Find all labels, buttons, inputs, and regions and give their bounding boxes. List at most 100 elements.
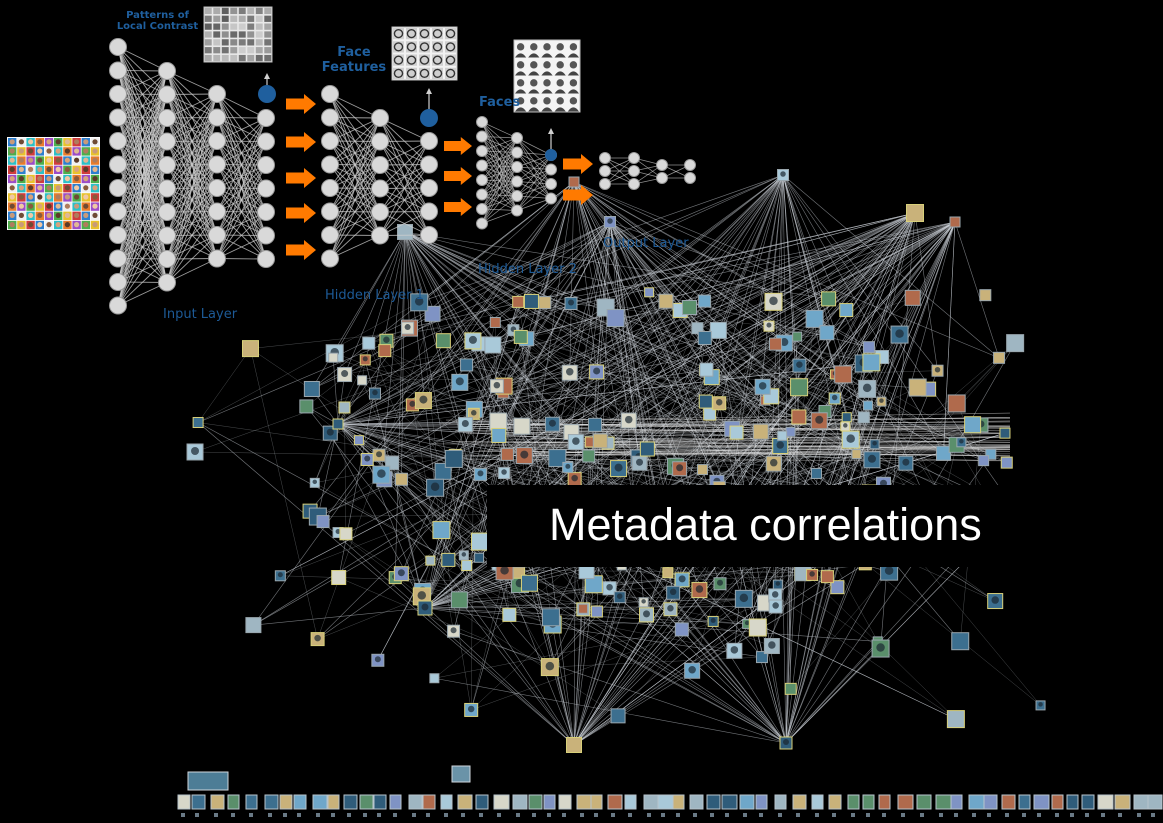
neuron <box>684 159 696 171</box>
graph-edge <box>609 221 707 370</box>
neuron <box>208 179 226 197</box>
graph-edge <box>828 212 916 300</box>
graph-edge <box>782 174 800 388</box>
face-head <box>530 97 538 105</box>
thumbnail-face-icon <box>831 394 838 401</box>
graph-edge <box>600 300 705 442</box>
graph-edge <box>367 382 460 460</box>
neuron-connection <box>117 46 168 72</box>
network-node-thumbnail <box>696 464 708 476</box>
face-grid-face <box>46 194 52 200</box>
network-node-thumbnail <box>303 380 320 397</box>
network-node-thumbnail <box>362 336 376 350</box>
graph-edge <box>253 607 426 626</box>
strip-marker <box>1151 813 1155 817</box>
face-grid-face <box>74 148 80 154</box>
graph-edge <box>358 439 568 468</box>
neuron-connection <box>379 140 430 236</box>
neuron-connection <box>481 137 518 166</box>
neuron <box>371 156 389 174</box>
face-feature-shape <box>419 42 430 52</box>
face-grid-face <box>64 222 70 228</box>
network-node-thumbnail <box>444 449 463 468</box>
face-head <box>556 97 564 105</box>
network-node-thumbnail <box>752 423 769 440</box>
network-node-thumbnail <box>548 449 567 468</box>
neuron <box>628 165 640 177</box>
network-node-thumbnail <box>538 296 552 310</box>
thumbnail-face-icon <box>744 620 750 626</box>
strip-thumbnail <box>1066 794 1079 810</box>
neuron-connection <box>117 94 168 306</box>
strip-thumbnail <box>264 794 279 810</box>
neuron <box>109 179 127 197</box>
neuron-connection <box>216 188 267 259</box>
contrast-pattern-cell <box>264 39 272 46</box>
face-grid-face <box>55 212 61 218</box>
neuron <box>109 155 127 174</box>
thumbnail-face-icon <box>362 356 368 362</box>
contrast-pattern-cell <box>204 23 212 30</box>
neuron <box>257 109 275 127</box>
face-body <box>567 71 579 76</box>
face-grid-face <box>92 185 98 191</box>
neuron-connection <box>379 140 430 189</box>
graph-edge <box>424 409 475 609</box>
strip-thumbnail <box>897 794 914 810</box>
face-grid-face <box>55 166 61 172</box>
network-node-thumbnail <box>830 580 845 595</box>
neuron <box>371 226 389 245</box>
thumbnail-face-icon <box>377 469 386 478</box>
face-head <box>556 79 564 87</box>
neuron <box>476 159 488 172</box>
thumbnail-face-icon <box>716 579 723 586</box>
neuron-connection <box>329 93 381 119</box>
face-grid-face <box>83 222 89 228</box>
face-body <box>541 107 553 112</box>
neuron-connection <box>216 117 267 142</box>
neuron <box>511 146 523 159</box>
strip-marker <box>497 813 501 817</box>
neuron-connection <box>117 70 168 306</box>
graph-edge <box>362 376 712 381</box>
face-grid-face <box>92 148 98 154</box>
contrast-pattern-cell <box>255 54 263 62</box>
network-node-thumbnail <box>328 352 339 363</box>
graph-edge <box>573 623 748 746</box>
neuron-connection <box>516 137 552 156</box>
network-node-thumbnail <box>500 447 514 461</box>
face-feature-cell <box>419 54 430 66</box>
strip-thumbnail <box>1081 794 1095 810</box>
face-grid-face <box>9 176 15 182</box>
graph-edge <box>401 231 406 480</box>
strip-marker <box>939 813 943 817</box>
network-node-thumbnail <box>841 412 852 423</box>
graph-edge <box>521 174 784 427</box>
thumbnail-face-icon <box>461 552 467 557</box>
strip-marker <box>693 813 697 817</box>
graph-edge <box>573 181 1000 359</box>
face-grid-face <box>28 212 34 218</box>
contrast-pattern-cell <box>247 31 255 38</box>
contrast-pattern-cell <box>255 23 263 30</box>
strip-thumbnail <box>935 794 952 810</box>
graph-edge <box>573 181 616 319</box>
strip-marker <box>580 813 584 817</box>
face-grid-face <box>37 185 43 191</box>
thumbnail-face-icon <box>862 383 872 393</box>
contrast-pattern-cell <box>204 7 212 15</box>
strip-marker <box>796 813 800 817</box>
graph-edge <box>368 302 545 344</box>
graph-edge <box>670 609 787 744</box>
face-grid-face <box>18 203 24 209</box>
face-feature-shape <box>406 55 417 65</box>
graph-edge <box>409 181 575 329</box>
neuron <box>511 204 523 217</box>
face-body <box>541 89 553 94</box>
neuron-connection <box>166 93 218 260</box>
network-node-thumbnail <box>947 394 966 413</box>
neuron <box>476 130 488 143</box>
network-node-thumbnail <box>946 710 965 729</box>
face-body <box>515 89 527 94</box>
strip-thumbnail <box>721 794 738 810</box>
